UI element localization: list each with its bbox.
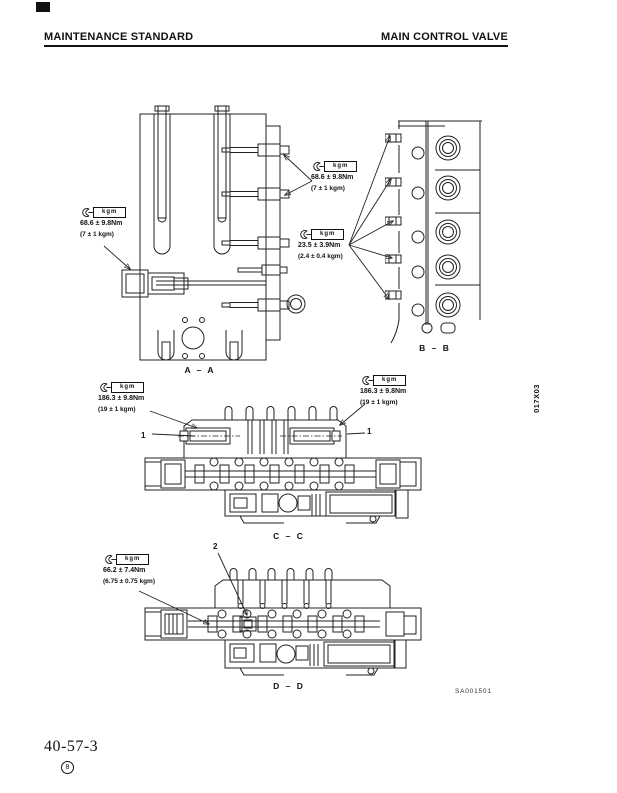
torque-symbol: kgm <box>80 206 127 218</box>
section-dd-drawing <box>140 560 430 692</box>
torque-kgm: (7 ± 1 kgm) <box>80 230 114 238</box>
wrench-icon <box>300 229 311 239</box>
torque-symbol: kgm <box>311 160 358 172</box>
torque-nm: 66.2 ± 7.4Nm <box>103 567 146 574</box>
kgm-unit-box: kgm <box>373 374 407 386</box>
print-registration-mark <box>36 2 50 12</box>
wrench-icon <box>82 207 93 217</box>
section-cc-drawing <box>140 398 430 540</box>
wrench-icon <box>105 554 116 564</box>
torque-nm: 68.6 ± 9.8Nm <box>80 220 123 227</box>
torque-callout-aa-right: kgm 68.6 ± 9.8Nm (7 ± 1 kgm) <box>311 160 358 193</box>
part-label-2: 2 <box>213 542 218 551</box>
kgm-unit-box: kgm <box>311 228 345 240</box>
torque-symbol: kgm <box>360 374 407 386</box>
part-label-1-right: 1 <box>367 427 372 436</box>
kgm-unit-box: kgm <box>116 553 150 565</box>
header-chapter-title: MAIN CONTROL VALVE <box>380 31 508 43</box>
kgm-unit-box: kgm <box>324 160 358 172</box>
section-label-cc: C – C <box>273 531 305 541</box>
torque-callout-dd: kgm 66.2 ± 7.4Nm (6.75 ± 0.75 kgm) <box>103 553 155 586</box>
torque-kgm: (7 ± 1 kgm) <box>311 184 345 192</box>
section-label-aa: A – A <box>184 365 216 375</box>
section-aa-drawing <box>118 104 318 374</box>
section-label-bb: B – B <box>419 343 451 353</box>
torque-nm: 23.5 ± 3.9Nm <box>298 242 341 249</box>
side-code: 017X03 <box>531 383 541 413</box>
torque-callout-cc-left: kgm 186.3 ± 9.8Nm (19 ± 1 kgm) <box>98 381 145 414</box>
torque-nm: 186.3 ± 9.8Nm <box>98 395 145 402</box>
torque-symbol: kgm <box>298 228 345 240</box>
torque-callout-aa-left: kgm 68.6 ± 9.8Nm (7 ± 1 kgm) <box>80 206 127 239</box>
torque-nm: 68.6 ± 9.8Nm <box>311 174 354 181</box>
torque-nm: 186.3 ± 9.8Nm <box>360 388 407 395</box>
torque-callout-cc-right: kgm 186.3 ± 9.8Nm (19 ± 1 kgm) <box>360 374 407 407</box>
figure-id: SA001501 <box>455 688 492 695</box>
torque-symbol: kgm <box>98 381 145 393</box>
section-bb-drawing <box>385 115 495 355</box>
edition-mark: 8 <box>61 761 74 774</box>
wrench-icon <box>313 161 324 171</box>
torque-kgm: (19 ± 1 kgm) <box>98 405 136 413</box>
part-label-1-left: 1 <box>141 431 146 440</box>
torque-symbol: kgm <box>103 553 155 565</box>
kgm-unit-box: kgm <box>111 381 145 393</box>
wrench-icon <box>362 375 373 385</box>
side-code-container: 017X03 <box>510 372 562 424</box>
torque-kgm: (6.75 ± 0.75 kgm) <box>103 577 155 585</box>
wrench-icon <box>100 382 111 392</box>
torque-kgm: (19 ± 1 kgm) <box>360 398 398 406</box>
header-rule <box>44 45 508 47</box>
section-label-dd: D – D <box>273 681 305 691</box>
torque-kgm: (2.4 ± 0.4 kgm) <box>298 252 343 260</box>
torque-callout-bb-plugs: kgm 23.5 ± 3.9Nm (2.4 ± 0.4 kgm) <box>298 228 345 261</box>
header-section-title: MAINTENANCE STANDARD <box>44 31 194 43</box>
kgm-unit-box: kgm <box>93 206 127 218</box>
page-number: 40-57-3 <box>44 738 99 755</box>
